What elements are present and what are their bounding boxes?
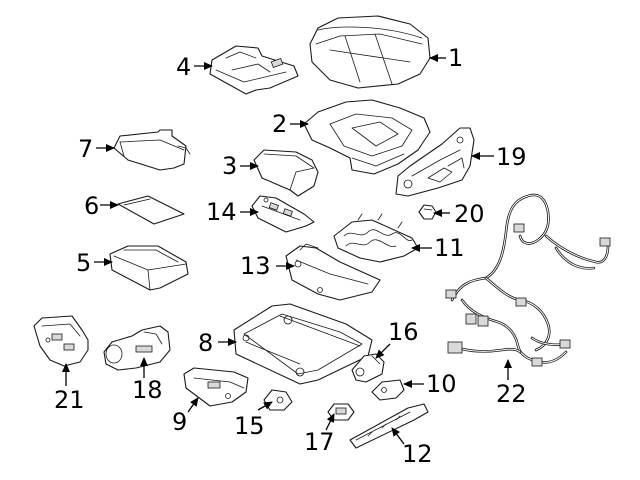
part-10-small-bracket[interactable] (371, 379, 405, 401)
part-15-switch[interactable] (263, 389, 293, 411)
callout-14: 14 (206, 198, 237, 226)
callout-2: 2 (272, 110, 287, 138)
leader-16 (375, 343, 391, 359)
callout-7: 7 (78, 135, 93, 163)
part-12-guide-rail[interactable] (349, 403, 429, 449)
part-17-connector[interactable] (327, 403, 355, 421)
part-20-clip[interactable] (418, 204, 437, 220)
part-3-foam-block[interactable] (253, 149, 319, 197)
callout-13: 13 (240, 252, 271, 280)
callout-20: 20 (454, 200, 485, 228)
part-4-heater-mat[interactable] (209, 45, 299, 95)
callout-18: 18 (132, 376, 163, 404)
callout-labels: 1 2 3 4 5 6 7 8 9 10 11 12 13 14 15 16 1… (54, 44, 527, 468)
callout-10: 10 (426, 370, 457, 398)
callout-17: 17 (304, 428, 335, 456)
callout-6: 6 (84, 192, 99, 220)
part-5-cushion-base[interactable] (109, 245, 189, 291)
callout-4: 4 (176, 53, 191, 81)
callout-21: 21 (54, 386, 85, 414)
callout-1: 1 (448, 44, 463, 72)
callout-22: 22 (496, 380, 527, 408)
part-1-seat-cushion-pad[interactable] (309, 15, 431, 89)
callout-16: 16 (388, 318, 419, 346)
leader-17 (325, 413, 335, 431)
part-13-seat-pan[interactable] (285, 243, 381, 301)
part-16-actuator[interactable] (351, 353, 385, 383)
callout-3: 3 (222, 152, 237, 180)
callout-11: 11 (434, 234, 465, 262)
callout-12: 12 (402, 440, 433, 468)
part-18-motor[interactable] (103, 325, 171, 371)
callout-9: 9 (172, 408, 187, 436)
part-8-seat-track-frame[interactable] (233, 303, 373, 385)
leader-9 (187, 397, 199, 413)
callout-19: 19 (496, 143, 527, 171)
part-22-wiring-harness[interactable] (445, 193, 611, 367)
part-14-bracket-tray[interactable] (251, 195, 315, 233)
callout-15: 15 (234, 412, 265, 440)
callout-5: 5 (76, 249, 91, 277)
part-11-spring-assembly[interactable] (333, 213, 419, 263)
part-9-bracket[interactable] (183, 367, 249, 407)
part-7-cushion-panel[interactable] (113, 129, 191, 171)
callout-leaders (62, 54, 512, 445)
part-21-control-module[interactable] (33, 315, 89, 367)
part-6-pad-sheet[interactable] (117, 195, 185, 225)
callout-8: 8 (198, 329, 213, 357)
part-2-seat-cushion-frame[interactable] (303, 99, 431, 175)
leader-15 (257, 401, 273, 411)
leader-12 (391, 427, 405, 445)
